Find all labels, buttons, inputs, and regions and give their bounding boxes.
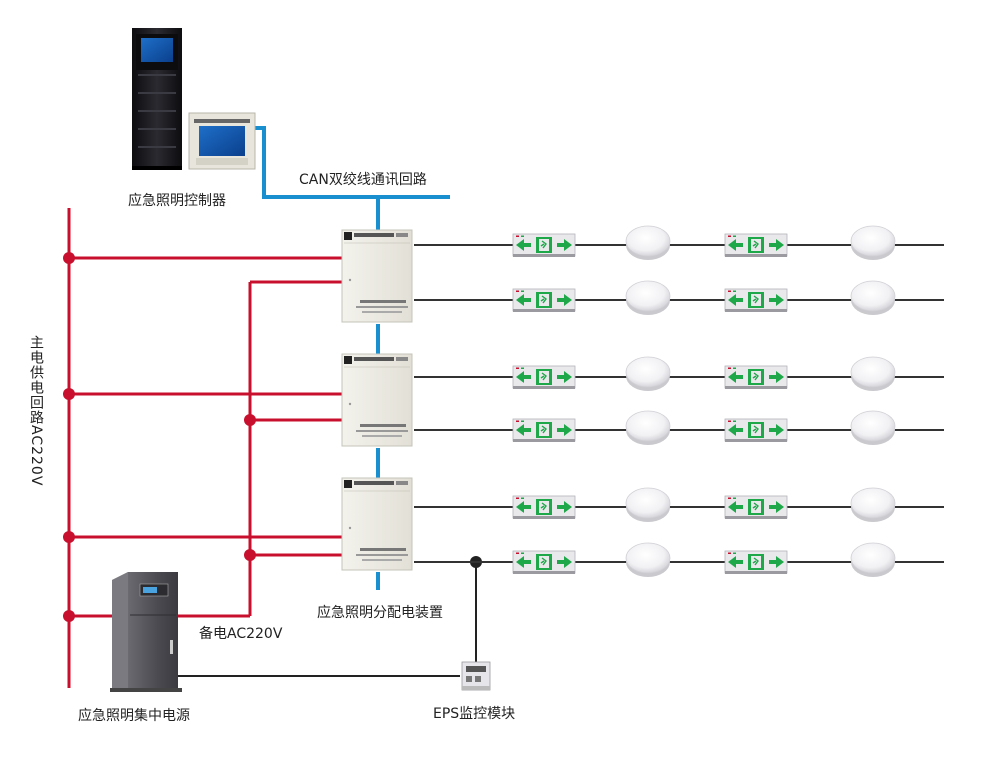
- junction-dots: [63, 252, 256, 622]
- power-cabinet-icon: [110, 572, 182, 692]
- monitor-icon: [188, 112, 256, 170]
- downlight-icon: [625, 225, 896, 578]
- main-power-label: 主电供电回路AC220V: [28, 335, 44, 486]
- central-power-label: 应急照明集中电源: [78, 707, 190, 724]
- can-line-label: CAN双绞线通讯回路: [299, 171, 427, 188]
- eps-module-icon: [461, 661, 491, 691]
- backup-power-bus: [178, 280, 342, 618]
- controller-label: 应急照明控制器: [128, 192, 226, 209]
- server-cabinet-icon: [132, 28, 182, 170]
- eps-module-label: EPS监控模块: [433, 706, 515, 722]
- distribution-box: [341, 229, 413, 571]
- backup-power-label: 备电AC220V: [199, 625, 283, 642]
- eps-monitor-lines: [178, 562, 477, 677]
- main-power-bus: [67, 208, 342, 688]
- distribution-label: 应急照明分配电装置: [317, 604, 443, 621]
- can-bus-line: [254, 126, 450, 590]
